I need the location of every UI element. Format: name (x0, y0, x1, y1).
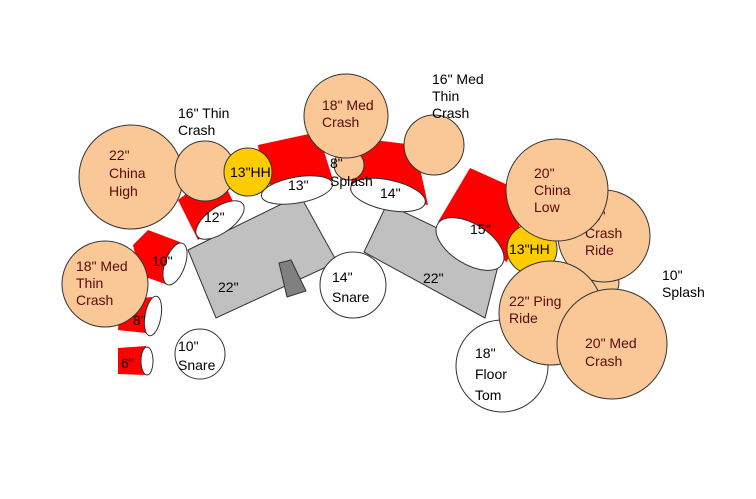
svg-text:20" Med: 20" Med (585, 335, 637, 351)
svg-text:Ride: Ride (585, 242, 614, 258)
snare-14[interactable]: 14" Snare (319, 251, 387, 319)
svg-text:Snare: Snare (178, 357, 216, 373)
svg-text:14": 14" (380, 185, 401, 201)
svg-text:Crash: Crash (178, 122, 215, 138)
svg-text:13"HH: 13"HH (509, 241, 550, 257)
bass-drum-right-label: 22" (423, 270, 444, 286)
svg-text:Crash: Crash (585, 353, 622, 369)
svg-text:10": 10" (178, 338, 199, 354)
cymbal-20-china-low[interactable]: 20" China Low (505, 138, 609, 242)
svg-text:Crash: Crash (76, 292, 113, 308)
svg-text:Crash: Crash (322, 114, 359, 130)
svg-text:Splash: Splash (662, 284, 705, 300)
cymbal-16-thin-crash[interactable]: 16" Thin Crash (174, 105, 236, 202)
svg-text:Thin: Thin (76, 275, 103, 291)
cymbal-18-med-thin-crash[interactable]: 18" Med Thin Crash (61, 240, 149, 328)
cymbal-18-med-crash[interactable]: 18" Med Crash (303, 73, 389, 159)
svg-text:Thin: Thin (432, 88, 459, 104)
svg-text:13": 13" (288, 177, 309, 193)
svg-text:22" Ping: 22" Ping (509, 293, 561, 309)
svg-text:14": 14" (332, 269, 353, 285)
svg-text:18": 18" (475, 345, 496, 361)
svg-text:Crash: Crash (432, 105, 469, 121)
svg-text:18" Med: 18" Med (76, 258, 128, 274)
pedal-icon (278, 259, 307, 298)
svg-text:Crash: Crash (585, 225, 622, 241)
svg-text:High: High (109, 183, 138, 199)
svg-text:Ride: Ride (509, 310, 538, 326)
svg-text:20": 20" (534, 165, 555, 181)
svg-text:13"HH: 13"HH (230, 164, 271, 180)
tom-6[interactable]: 6" (118, 346, 154, 376)
svg-text:10": 10" (152, 253, 173, 269)
svg-text:Floor: Floor (475, 366, 507, 382)
cymbal-16-med-thin-crash[interactable]: 16" Med Thin Crash (403, 71, 484, 176)
svg-text:12": 12" (204, 209, 225, 225)
cymbal-22-china-high[interactable]: 22" China High (78, 124, 184, 230)
svg-text:Low: Low (534, 199, 561, 215)
svg-text:10": 10" (662, 267, 683, 283)
svg-text:Snare: Snare (332, 289, 370, 305)
svg-text:22": 22" (109, 147, 130, 163)
hihat-13-left[interactable]: 13"HH (223, 147, 273, 197)
svg-text:Tom: Tom (475, 387, 501, 403)
splash-8-label-line2: Splash (330, 173, 373, 189)
cymbal-20-med-crash[interactable]: 20" Med Crash (556, 288, 668, 400)
svg-text:China: China (109, 165, 146, 181)
svg-text:15": 15" (470, 221, 491, 237)
svg-text:18" Med: 18" Med (322, 97, 374, 113)
svg-text:16" Thin: 16" Thin (178, 105, 229, 121)
snare-10[interactable]: 10" Snare (174, 328, 226, 380)
svg-text:8": 8" (133, 312, 146, 328)
svg-text:16" Med: 16" Med (432, 71, 484, 87)
svg-text:6": 6" (121, 355, 134, 371)
bass-drum-left-label: 22" (218, 279, 239, 295)
tom-13[interactable]: 13" (258, 132, 335, 209)
svg-text:China: China (534, 182, 571, 198)
splash-8-label-line1: 8" (330, 155, 343, 171)
